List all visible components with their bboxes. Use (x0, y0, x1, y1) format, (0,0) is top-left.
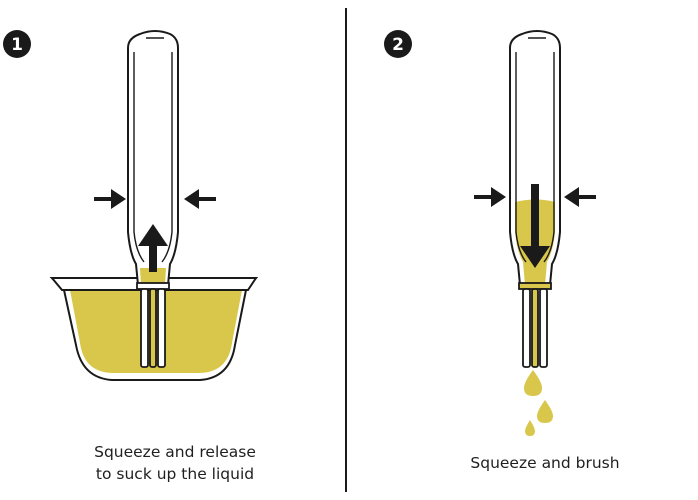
drop-icon (524, 370, 542, 396)
step-1-caption: Squeeze and release to suck up the liqui… (30, 441, 320, 485)
step-2-caption-line-1: Squeeze and brush (470, 454, 620, 472)
liquid-drops (524, 370, 553, 436)
baster-1-bristles (136, 282, 170, 368)
drop-icon (525, 420, 535, 436)
squeeze-arrow-right-icon (474, 187, 506, 207)
squeeze-arrow-right-icon (94, 189, 126, 209)
step-1-number: 1 (11, 35, 23, 55)
step-2: 2 (384, 30, 596, 436)
squeeze-arrow-left-icon (184, 189, 216, 209)
step-1: 1 (3, 30, 259, 381)
baster-2-bristles (518, 282, 552, 368)
step-2-caption: Squeeze and brush (400, 452, 690, 474)
arrow-up-icon (138, 224, 168, 272)
step-1-badge: 1 (3, 30, 31, 58)
baster-1-liquid (140, 268, 166, 285)
squeeze-arrow-left-icon (564, 187, 596, 207)
arrow-down-icon (520, 184, 550, 268)
baster-tool-1 (127, 30, 179, 368)
step-2-number: 2 (392, 35, 404, 55)
drop-icon (537, 400, 553, 423)
step-2-badge: 2 (384, 30, 412, 58)
baster-tool-2 (509, 30, 561, 368)
step-1-caption-line-1: Squeeze and release (94, 443, 256, 461)
step-1-caption-line-2: to suck up the liquid (95, 465, 255, 483)
